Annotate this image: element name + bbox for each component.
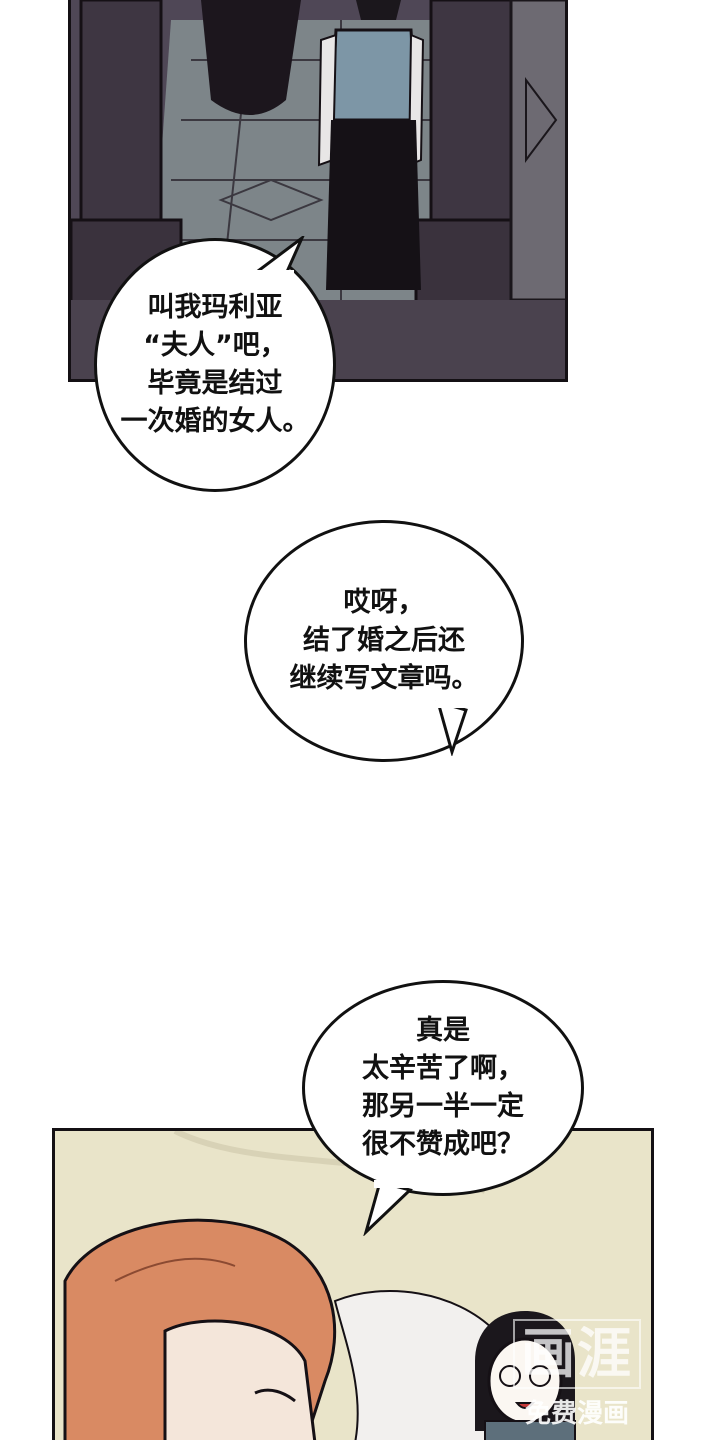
characters-artwork <box>55 1131 651 1440</box>
speech-text-2: 哎呀， 结了婚之后还 继续写文章吗。 <box>289 587 479 694</box>
speech-bubble-tail-1 <box>250 236 305 276</box>
speech-bubble-2: 哎呀， 结了婚之后还 继续写文章吗。 <box>244 520 524 762</box>
speech-text-1: 叫我玛利亚 “夫人”吧， 毕竟是结过 一次婚的女人。 <box>120 292 310 437</box>
watermark-subtitle: 免费漫画 <box>524 1399 629 1429</box>
woman-figure <box>317 0 425 290</box>
watermark: 画涯 免费漫画 <box>513 1319 641 1430</box>
speech-bubble-tail-2 <box>435 700 468 756</box>
red-haired-man <box>63 1218 337 1440</box>
glasses-woman <box>475 1311 576 1440</box>
speech-text-3: 真是 太辛苦了啊， 那另一半一定 很不赞成吧？ <box>362 1015 524 1160</box>
speech-bubble-1: 叫我玛利亚 “夫人”吧， 毕竟是结过 一次婚的女人。 <box>94 238 336 492</box>
dark-curtain <box>201 0 301 115</box>
speech-bubble-tail-3 <box>363 1180 414 1236</box>
speech-bubble-3: 真是 太辛苦了啊， 那另一半一定 很不赞成吧？ <box>302 980 584 1196</box>
comic-panel-characters: 画涯 免费漫画 <box>52 1128 654 1440</box>
watermark-logo: 画涯 <box>513 1319 641 1389</box>
